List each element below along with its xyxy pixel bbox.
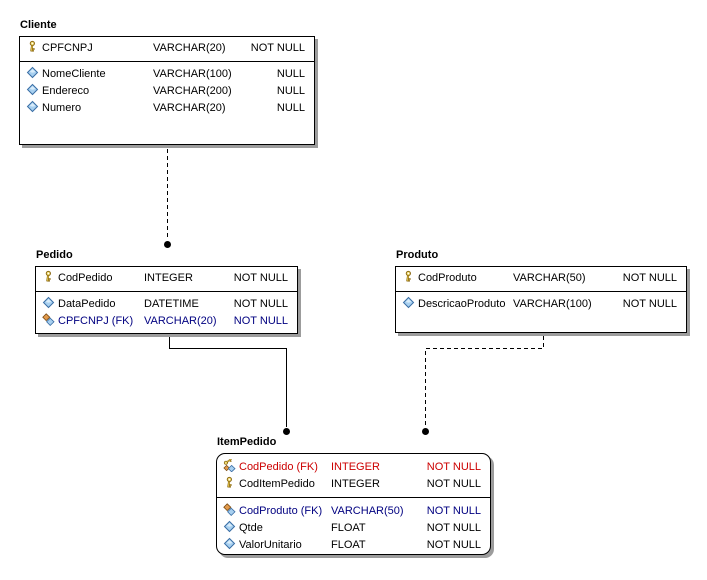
column-name: Endereco — [42, 85, 90, 97]
primary-foreign-key-icon — [223, 457, 236, 473]
column-name: CodProduto (FK) — [239, 505, 323, 517]
column-name: Numero — [42, 102, 82, 114]
column-type: VARCHAR(50) — [331, 505, 404, 517]
foreign-key-icon — [42, 313, 55, 326]
column-name: ValorUnitario — [239, 539, 302, 551]
column-row[interactable]: CodItemPedido INTEGER NOT NULL — [217, 476, 490, 493]
attribute-diamond-icon — [42, 296, 55, 309]
column-row[interactable]: CodPedido (FK) INTEGER NOT NULL — [217, 457, 490, 476]
foreign-key-icon — [223, 503, 236, 516]
entity-itempedido[interactable]: ItemPedido CodPedido (FK) INTEGER NOT NU… — [216, 436, 491, 555]
attributes-section: DataPedido DATETIME NOT NULL CPFCNPJ (FK… — [36, 292, 297, 334]
column-type: VARCHAR(20) — [153, 102, 226, 114]
column-row[interactable]: CodProduto (FK) VARCHAR(50) NOT NULL — [217, 503, 490, 520]
primary-key-icon — [223, 476, 236, 489]
column-nullability: NOT NULL — [250, 42, 305, 54]
column-nullability: NOT NULL — [426, 478, 481, 490]
attribute-diamond-icon — [26, 66, 39, 79]
column-type: INTEGER — [331, 461, 380, 473]
entity-produto[interactable]: Produto CodProduto VARCHAR(50) NOT NULL … — [395, 249, 687, 333]
primary-key-icon — [26, 40, 39, 53]
column-row[interactable]: Qtde FLOAT NOT NULL — [217, 520, 490, 537]
entity-pedido[interactable]: Pedido CodPedido INTEGER NOT NULL DataPe… — [35, 249, 298, 334]
column-row[interactable]: NomeCliente VARCHAR(100) NULL — [20, 66, 314, 83]
column-nullability: NOT NULL — [622, 298, 677, 310]
column-type: VARCHAR(50) — [513, 272, 586, 284]
column-row[interactable]: Endereco VARCHAR(200) NULL — [20, 83, 314, 100]
entity-box: CodProduto VARCHAR(50) NOT NULL Descrica… — [395, 266, 687, 333]
relationship-cliente-pedido[interactable] — [164, 149, 171, 248]
column-type: DATETIME — [144, 298, 199, 310]
column-name: CodPedido — [58, 272, 113, 284]
column-name: NomeCliente — [42, 68, 106, 80]
column-nullability: NOT NULL — [233, 272, 288, 284]
primary-key-icon — [402, 270, 415, 283]
primary-key-section: CodPedido INTEGER NOT NULL — [36, 267, 297, 292]
column-name: CodProduto — [418, 272, 477, 284]
entity-box: CPFCNPJ VARCHAR(20) NOT NULL NomeCliente… — [19, 36, 315, 145]
entity-title: Produto — [396, 249, 439, 261]
column-row[interactable]: CodProduto VARCHAR(50) NOT NULL — [396, 270, 686, 287]
entity-title: Cliente — [20, 19, 57, 31]
entity-cliente[interactable]: Cliente CPFCNPJ VARCHAR(20) NOT NULL Nom… — [19, 19, 315, 145]
column-row[interactable]: ValorUnitario FLOAT NOT NULL — [217, 537, 490, 554]
column-name: CPFCNPJ (FK) — [58, 315, 134, 327]
column-type: VARCHAR(100) — [513, 298, 592, 310]
attribute-diamond-icon — [26, 83, 39, 96]
column-row[interactable]: CPFCNPJ (FK) VARCHAR(20) NOT NULL — [36, 313, 297, 330]
column-type: VARCHAR(20) — [144, 315, 217, 327]
entity-title: Pedido — [36, 249, 73, 261]
column-name: CodPedido (FK) — [239, 461, 318, 473]
column-nullability: NULL — [276, 85, 305, 97]
column-row[interactable]: CPFCNPJ VARCHAR(20) NOT NULL — [20, 40, 314, 57]
attribute-diamond-icon — [223, 520, 236, 533]
entity-box: CodPedido (FK) INTEGER NOT NULL CodItemP… — [216, 453, 491, 555]
attribute-diamond-icon — [26, 100, 39, 113]
primary-key-section: CodProduto VARCHAR(50) NOT NULL — [396, 267, 686, 292]
relationship-pedido-itempedido[interactable] — [169, 335, 291, 435]
column-type: INTEGER — [331, 478, 380, 490]
column-nullability: NULL — [276, 68, 305, 80]
column-nullability: NOT NULL — [426, 539, 481, 551]
column-row[interactable]: DescricaoProduto VARCHAR(100) NOT NULL — [396, 296, 686, 313]
column-name: CodItemPedido — [239, 478, 315, 490]
column-name: Qtde — [239, 522, 263, 534]
column-type: INTEGER — [144, 272, 193, 284]
column-name: CPFCNPJ — [42, 42, 93, 54]
column-type: FLOAT — [331, 522, 366, 534]
column-type: VARCHAR(20) — [153, 42, 226, 54]
column-nullability: NOT NULL — [426, 505, 481, 517]
relationship-produto-itempedido[interactable] — [422, 336, 544, 435]
entity-title: ItemPedido — [217, 436, 277, 448]
column-nullability: NOT NULL — [233, 315, 288, 327]
cardinality-dot — [283, 428, 290, 435]
attribute-diamond-icon — [402, 296, 415, 309]
cardinality-dot — [422, 428, 429, 435]
column-type: FLOAT — [331, 539, 366, 551]
primary-key-icon — [42, 270, 55, 283]
column-row[interactable]: CodPedido INTEGER NOT NULL — [36, 270, 297, 287]
column-row[interactable]: Numero VARCHAR(20) NULL — [20, 100, 314, 117]
column-nullability: NOT NULL — [426, 461, 481, 473]
column-nullability: NULL — [276, 102, 305, 114]
cardinality-dot — [164, 241, 171, 248]
attribute-diamond-icon — [223, 537, 236, 550]
column-nullability: NOT NULL — [426, 522, 481, 534]
attributes-section: CodProduto (FK) VARCHAR(50) NOT NULL Qtd… — [217, 498, 490, 558]
attributes-section: DescricaoProduto VARCHAR(100) NOT NULL — [396, 292, 686, 332]
attributes-section: NomeCliente VARCHAR(100) NULL Endereco V… — [20, 62, 314, 144]
column-type: VARCHAR(200) — [153, 85, 232, 97]
column-nullability: NOT NULL — [233, 298, 288, 310]
column-type: VARCHAR(100) — [153, 68, 232, 80]
primary-key-section: CodPedido (FK) INTEGER NOT NULL CodItemP… — [217, 454, 490, 498]
column-name: DataPedido — [58, 298, 116, 310]
column-nullability: NOT NULL — [622, 272, 677, 284]
column-row[interactable]: DataPedido DATETIME NOT NULL — [36, 296, 297, 313]
column-name: DescricaoProduto — [418, 298, 506, 310]
primary-key-section: CPFCNPJ VARCHAR(20) NOT NULL — [20, 37, 314, 62]
entity-box: CodPedido INTEGER NOT NULL DataPedido DA… — [35, 266, 298, 334]
